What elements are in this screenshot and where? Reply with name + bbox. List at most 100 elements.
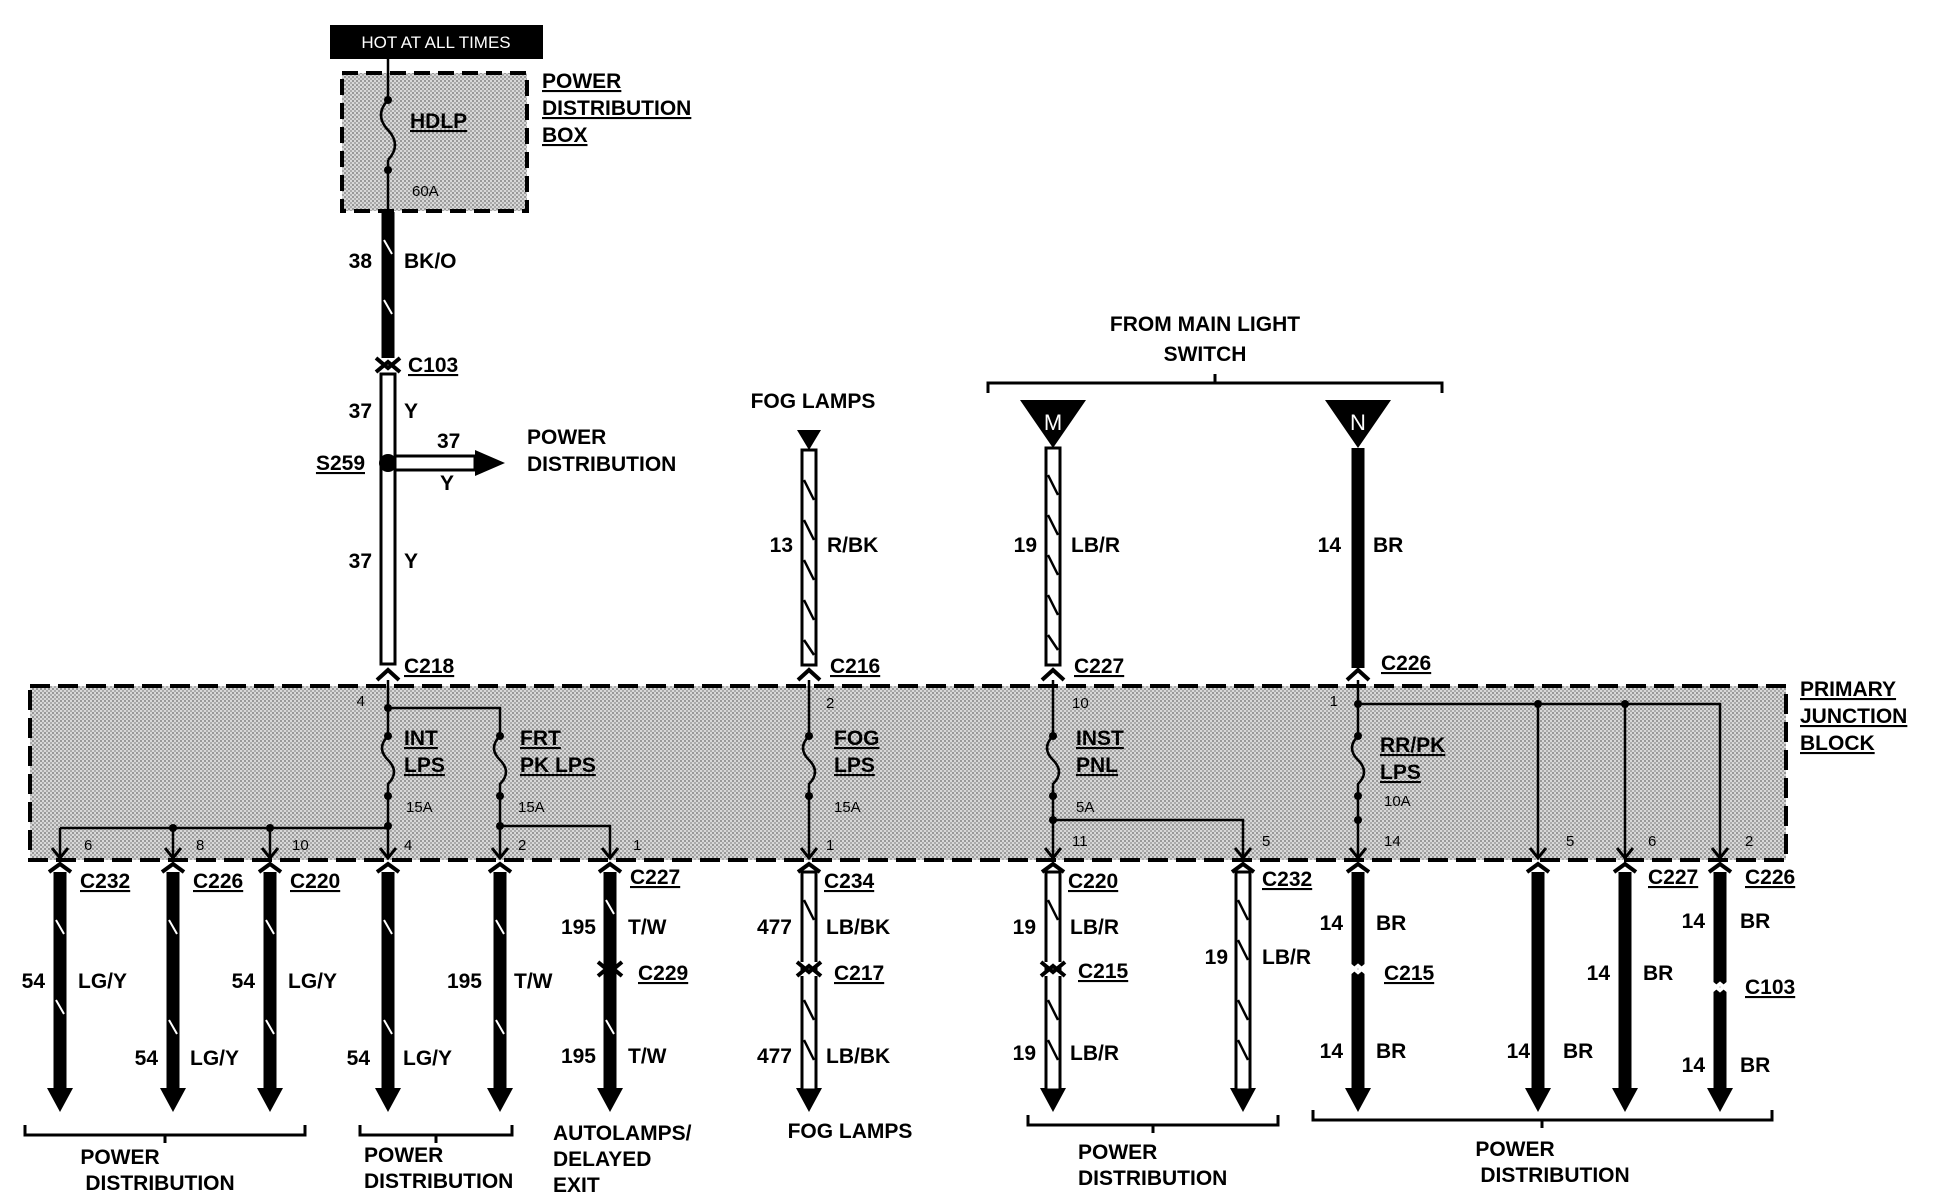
- hdlp-fuse-name: HDLP: [410, 110, 467, 133]
- w54b-color: LG/Y: [288, 970, 337, 993]
- pin-2-rr: 2: [1745, 833, 1753, 850]
- c215-left-label: C215: [1078, 960, 1129, 983]
- pin-4-bottom: 4: [404, 837, 412, 854]
- rr-pk-lps-fuse-icon: [1350, 680, 1722, 856]
- c218-connector-icon: [375, 667, 401, 682]
- main-switch-title-1: FROM MAIN LIGHT: [1110, 313, 1300, 336]
- w14d-circuit: 14: [1320, 1040, 1344, 1063]
- rr-pk-lps-rating: 10A: [1384, 793, 1411, 810]
- s259-label: S259: [316, 452, 365, 475]
- fuse-node: [496, 822, 504, 830]
- pjb-bus-1: [386, 680, 502, 736]
- inst-pnl-name-1: INST: [1076, 727, 1124, 750]
- n-label: N: [1350, 410, 1366, 435]
- c226-label: C226: [1381, 652, 1431, 675]
- c226-left-label: C226: [193, 870, 243, 893]
- w14b-circuit: 14: [1682, 910, 1706, 933]
- c227-right-label: C227: [1648, 866, 1698, 889]
- fuse-node: [169, 824, 177, 832]
- n-connector-icon: [1325, 400, 1391, 448]
- branch-arrow-icon: [475, 450, 505, 476]
- pin-11: 11: [1072, 833, 1088, 850]
- fuse-node: [496, 792, 504, 800]
- int-lps-rating: 15A: [406, 799, 433, 816]
- branch-dest-2: DISTRIBUTION: [527, 453, 676, 476]
- inst-pnl-fuse-icon: [1045, 680, 1245, 856]
- c227-connector-icon: [1040, 667, 1066, 682]
- c216-connector-icon: [796, 667, 822, 682]
- int-lps-name-1: INT: [404, 727, 438, 750]
- fog-lps-name-1: FOG: [834, 727, 880, 750]
- fuse-node: [1354, 732, 1362, 740]
- inst-pnl-rating: 5A: [1076, 799, 1094, 816]
- dest5-line1: POWER: [1078, 1141, 1157, 1164]
- w14c-color: BR: [1643, 962, 1673, 985]
- w54d-circuit: 54: [347, 1047, 371, 1070]
- c232-right-label: C232: [1262, 868, 1312, 891]
- branch-circuit: 37: [437, 430, 460, 453]
- w19a-circuit: 19: [1013, 916, 1036, 939]
- w195a-circuit: 195: [561, 916, 596, 939]
- c227-bottom-label: C227: [630, 866, 680, 889]
- pin-10: 10: [292, 837, 309, 854]
- pin-1: 1: [633, 837, 641, 854]
- wire-19-stripe: [1046, 474, 1060, 651]
- dest1-line1: POWER: [80, 1146, 159, 1169]
- w38-color: BK/O: [404, 250, 457, 273]
- pdb-title-3: BOX: [542, 124, 588, 147]
- inst-pnl-name-2: PNL: [1076, 754, 1118, 777]
- wire-13-stripe: [802, 479, 816, 656]
- hdlp-fuse-icon: [379, 99, 397, 161]
- wire-477: [800, 870, 818, 1092]
- w195c-circuit: 195: [561, 1045, 596, 1068]
- c217-label: C217: [834, 962, 884, 985]
- w14a-color: BR: [1376, 912, 1406, 935]
- hot-label-box: [330, 25, 543, 59]
- dest1-brace: [23, 1125, 307, 1143]
- c226-connector-icon: [1345, 667, 1371, 682]
- pin-14: 14: [1384, 833, 1401, 850]
- lg-y-wires: [53, 872, 395, 1090]
- c220-left-label: C220: [290, 870, 340, 893]
- w19c-color: LB/R: [1070, 1042, 1119, 1065]
- bottom-arrowheads: [47, 1088, 1733, 1112]
- fuse-node: [384, 96, 392, 104]
- c226-right-label: C226: [1745, 866, 1795, 889]
- fuse-node: [496, 732, 504, 740]
- rr-pk-lps-name-1: RR/PK: [1380, 734, 1445, 757]
- w195b-circuit: 195: [447, 970, 482, 993]
- c215-right-connector-icon: [1344, 960, 1372, 978]
- w14e-circuit: 14: [1507, 1040, 1531, 1063]
- fuse-node: [1354, 700, 1362, 708]
- w37b-circuit: 37: [349, 550, 372, 573]
- w477b-color: LB/BK: [826, 1045, 890, 1068]
- pjb-title-1: PRIMARY: [1800, 678, 1896, 701]
- w14f-circuit: 14: [1682, 1054, 1706, 1077]
- fuse-node: [1354, 816, 1362, 824]
- pin-4-top: 4: [357, 693, 365, 710]
- pjb-title-3: BLOCK: [1800, 732, 1875, 755]
- dest6-brace: [1311, 1110, 1774, 1128]
- w19a-color: LB/R: [1070, 916, 1119, 939]
- c234-label: C234: [824, 870, 875, 893]
- w54d-color: LG/Y: [403, 1047, 452, 1070]
- w195a-color: T/W: [628, 916, 667, 939]
- w477b-circuit: 477: [757, 1045, 792, 1068]
- fuse-node: [384, 704, 392, 712]
- wire-19-bottom-stripe: [1046, 899, 1250, 1061]
- w54c-circuit: 54: [135, 1047, 159, 1070]
- fuse-node: [1621, 700, 1629, 708]
- frt-pk-lps-name-2: PK LPS: [520, 754, 596, 777]
- w19c-circuit: 19: [1013, 1042, 1036, 1065]
- pjb-bus-left: [58, 826, 390, 856]
- main-switch-brace: [986, 374, 1444, 393]
- w477a-color: LB/BK: [826, 916, 890, 939]
- fog-lps-rating: 15A: [834, 799, 861, 816]
- main-switch-title-2: SWITCH: [1164, 343, 1247, 366]
- fog-lps-name-2: LPS: [834, 754, 875, 777]
- rr-pk-lps-name-2: LPS: [1380, 761, 1421, 784]
- dest3-line2: DELAYED: [553, 1148, 651, 1171]
- wire-37-branch: [393, 454, 477, 472]
- pin-2: 2: [518, 837, 526, 854]
